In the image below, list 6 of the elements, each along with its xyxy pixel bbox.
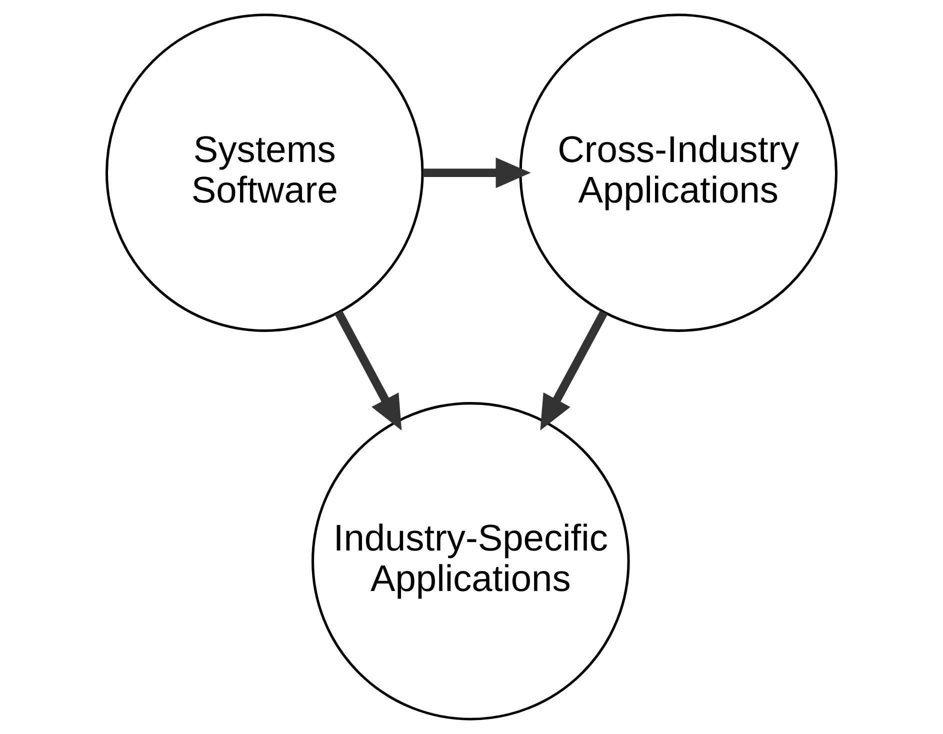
arrow	[423, 157, 531, 188]
arrow	[334, 310, 402, 431]
node-circle: Cross-Industry Applications	[519, 14, 838, 332]
node-circle: Systems Software	[105, 14, 424, 332]
node-circle: Industry-Specific Applications	[312, 402, 630, 720]
arrow	[540, 310, 608, 431]
